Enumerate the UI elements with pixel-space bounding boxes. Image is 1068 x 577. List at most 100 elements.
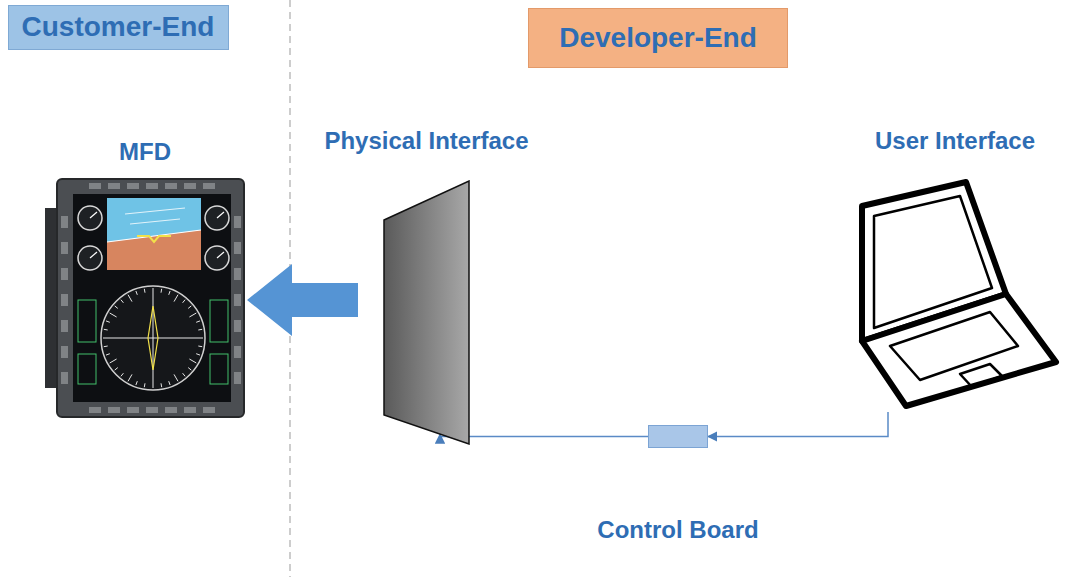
mfd-unit-drawing-part xyxy=(217,252,224,258)
mfd-unit-drawing-part xyxy=(61,372,68,384)
mfd-unit-drawing-part xyxy=(146,183,158,189)
mfd-unit-drawing-part xyxy=(144,383,146,387)
developer-end-banner: Developer-End xyxy=(528,8,788,68)
mfd-unit-drawing-part xyxy=(144,289,146,293)
mfd-unit-drawing-part xyxy=(61,320,68,332)
mfd-unit-drawing-part xyxy=(189,359,196,363)
mfd-unit-drawing-part xyxy=(78,246,102,270)
mfd-unit-drawing-part xyxy=(234,268,241,280)
mfd-unit-drawing-part xyxy=(104,329,108,331)
physical-interface-panel-drawing-part xyxy=(384,181,469,444)
mfd-unit-drawing-part xyxy=(183,300,186,303)
mfd-unit-drawing-part xyxy=(89,407,101,413)
mfd-unit-drawing-part xyxy=(115,306,118,309)
mfd-unit-drawing-part xyxy=(165,183,177,189)
mfd-unit-drawing-part xyxy=(161,289,163,293)
mfd-unit-drawing-part xyxy=(205,246,229,270)
customer-end-banner: Customer-End xyxy=(8,5,229,50)
mfd-unit-drawing-part xyxy=(106,354,110,355)
mfd-unit-drawing-part xyxy=(128,295,132,302)
mfd-unit-drawing-part xyxy=(210,300,228,342)
physical-interface-panel: Physical Interface xyxy=(383,180,470,445)
mfd-unit-drawing-part xyxy=(146,407,158,413)
control-board-box: Control Board xyxy=(648,425,708,448)
mfd-unit-drawing-part xyxy=(101,286,205,390)
component-label: Control Board xyxy=(597,516,758,544)
component-label: User Interface xyxy=(875,127,1035,155)
mfd-unit-drawing-part xyxy=(128,374,132,381)
mfd-unit-drawing-part xyxy=(110,313,117,317)
mfd-unit-drawing-part xyxy=(188,368,191,371)
mfd-unit-drawing-part xyxy=(107,230,201,242)
mfd-unit-drawing-part xyxy=(165,407,177,413)
mfd-unit-drawing-part xyxy=(127,407,139,413)
user-interface-laptop: User Interface xyxy=(848,176,1062,412)
mfd-unit-drawing-part xyxy=(217,212,224,218)
block-arrow xyxy=(247,264,358,336)
mfd-unit-drawing-part xyxy=(137,236,171,242)
mfd-unit-drawing-part xyxy=(61,216,68,228)
mfd-unit-drawing-part xyxy=(183,373,186,376)
mfd-unit-drawing-part xyxy=(90,212,97,218)
signal-connector xyxy=(440,434,648,436)
mfd-unit-drawing-part xyxy=(234,372,241,384)
mfd-unit-drawing-part xyxy=(130,219,180,224)
mfd-unit-drawing-part xyxy=(234,216,241,228)
mfd-unit-drawing-part xyxy=(111,338,195,339)
mfd-unit-drawing-part xyxy=(73,194,231,402)
mfd-unit-drawing-part xyxy=(103,338,111,339)
mfd-unit-drawing-part xyxy=(184,183,196,189)
mfd-unit-drawing-part xyxy=(188,306,191,309)
signal-connector xyxy=(708,412,888,437)
mfd-unit-drawing-part xyxy=(106,321,110,322)
mfd-unit-drawing-part xyxy=(136,291,137,295)
mfd-unit-drawing-part xyxy=(196,321,200,322)
mfd-unit-drawing-part xyxy=(234,320,241,332)
mfd-unit-drawing-part xyxy=(195,338,203,339)
mfd-unit-drawing-part xyxy=(169,381,170,385)
user-interface-laptop-drawing xyxy=(848,176,1062,412)
mfd-unit-drawing-part xyxy=(89,183,101,189)
mfd-unit-drawing-part xyxy=(107,230,201,270)
mfd-unit-drawing-part xyxy=(108,183,120,189)
mfd-unit-drawing-part xyxy=(196,354,200,355)
mfd-unit-drawing-part xyxy=(57,179,244,417)
physical-interface-panel-drawing xyxy=(383,180,470,445)
mfd-unit-drawing-part xyxy=(127,183,139,189)
mfd-unit-drawing-part xyxy=(203,407,215,413)
mfd-unit-drawing-part xyxy=(107,198,201,270)
mfd-unit-drawing-part xyxy=(169,291,170,295)
mfd-unit-drawing-part xyxy=(108,407,120,413)
mfd-unit-drawing-part xyxy=(61,242,68,254)
mfd-unit-drawing-part xyxy=(234,346,241,358)
mfd-unit-drawing-part xyxy=(78,206,102,230)
section-title: Customer-End xyxy=(22,11,215,43)
section-title: Developer-End xyxy=(559,22,757,54)
mfd-unit-drawing-part xyxy=(136,381,137,385)
mfd-unit-drawing-part xyxy=(184,407,196,413)
mfd-unit-drawing-part xyxy=(148,306,158,370)
user-interface-laptop-drawing-part xyxy=(960,364,1002,387)
mfd-unit-drawing-part xyxy=(153,380,154,388)
mfd-unit-drawing-part xyxy=(161,383,163,387)
mfd-unit-drawing-part xyxy=(78,300,96,342)
component-label: Physical Interface xyxy=(324,127,528,155)
mfd-unit-drawing-part xyxy=(90,252,97,258)
mfd-unit-drawing-part xyxy=(234,242,241,254)
mfd-unit: MFD xyxy=(45,178,245,418)
mfd-unit-drawing-part xyxy=(205,206,229,230)
mfd-unit-drawing-part xyxy=(61,294,68,306)
user-interface-laptop-drawing-part xyxy=(862,294,1056,406)
mfd-unit-drawing-part xyxy=(61,268,68,280)
mfd-unit-drawing-part xyxy=(153,288,154,296)
mfd-unit-drawing-part xyxy=(210,354,228,384)
mfd-unit-drawing-part xyxy=(203,183,215,189)
mfd-unit-drawing-part xyxy=(174,295,178,302)
mfd-unit-drawing-part xyxy=(121,373,124,376)
component-label: MFD xyxy=(119,138,171,166)
mfd-unit-drawing-part xyxy=(189,313,196,317)
mfd-unit-drawing-part xyxy=(115,368,118,371)
mfd-unit-drawing-part xyxy=(104,346,108,348)
mfd-unit-drawing-part xyxy=(174,374,178,381)
